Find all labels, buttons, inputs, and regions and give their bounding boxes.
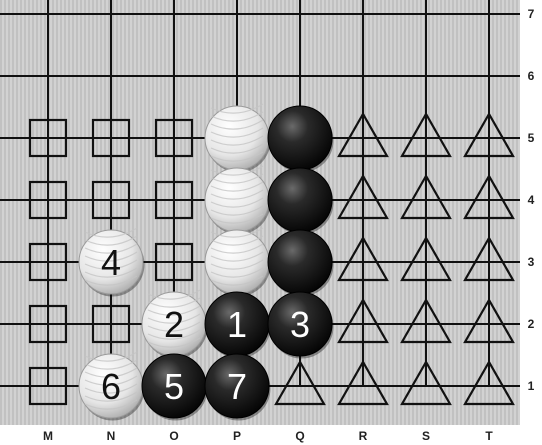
col-label-n: N <box>107 429 116 443</box>
col-label-q: Q <box>295 429 304 443</box>
move-number-5: 5 <box>164 366 184 407</box>
col-label-o: O <box>169 429 178 443</box>
row-label-1: 1 <box>528 379 535 393</box>
col-label-p: P <box>233 429 241 443</box>
col-label-m: M <box>43 429 53 443</box>
move-number-1: 1 <box>227 304 247 345</box>
row-label-5: 5 <box>528 131 535 145</box>
bottom-margin <box>0 425 520 445</box>
move-number-4: 4 <box>101 242 121 283</box>
move-number-2: 2 <box>164 304 184 345</box>
row-label-3: 3 <box>528 255 535 269</box>
move-number-6: 6 <box>101 366 121 407</box>
row-label-2: 2 <box>528 317 535 331</box>
col-label-r: R <box>359 429 368 443</box>
col-label-t: T <box>485 429 493 443</box>
row-label-6: 6 <box>528 69 535 83</box>
row-label-4: 4 <box>528 193 535 207</box>
row-label-7: 7 <box>528 7 535 21</box>
move-number-3: 3 <box>290 304 310 345</box>
move-number-7: 7 <box>227 366 247 407</box>
col-label-s: S <box>422 429 430 443</box>
